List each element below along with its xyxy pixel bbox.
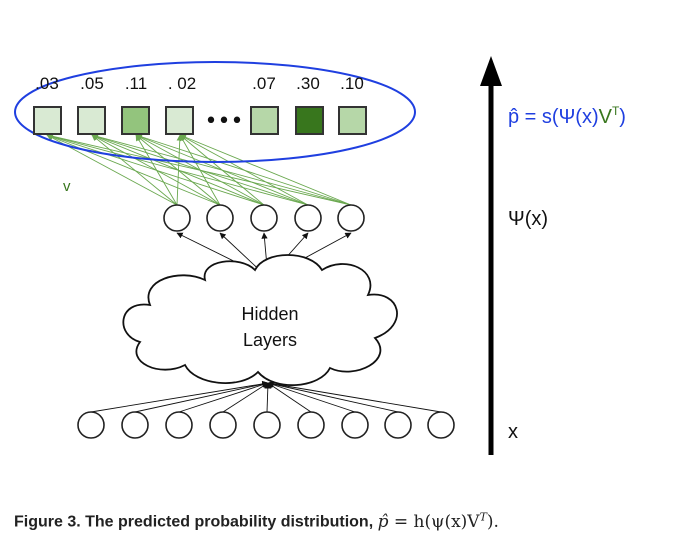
formula-prefix: p̂ = s(Ψ(x) xyxy=(508,106,599,128)
psi-node xyxy=(250,204,278,232)
caption-math-end: ). xyxy=(486,511,499,532)
probability-labels: .03 .05 .11 . 02 .07 .30 .10 xyxy=(35,74,364,93)
input-to-hidden-edge xyxy=(264,382,271,413)
weight-edge xyxy=(179,134,352,206)
input-node xyxy=(297,411,325,439)
output-box xyxy=(33,106,62,135)
arrow-head xyxy=(480,56,502,86)
weight-edge xyxy=(46,133,309,206)
input-to-hidden-edge xyxy=(222,382,269,413)
output-box xyxy=(165,106,194,135)
input-node xyxy=(384,411,412,439)
weight-edge xyxy=(135,133,352,206)
probability-label: .03 xyxy=(35,74,59,93)
weight-edge xyxy=(46,134,221,206)
caption-label: Figure 3. The predicted probability dist… xyxy=(14,513,374,531)
input-node xyxy=(121,411,149,439)
hidden-layers-label: Hidden xyxy=(241,304,298,324)
probability-formula: p̂ = s(Ψ(x)VT) xyxy=(508,104,626,128)
input-to-hidden-edge xyxy=(267,382,312,413)
x-label: x xyxy=(508,421,518,443)
input-node xyxy=(209,411,237,439)
probability-label: .30 xyxy=(296,74,320,93)
input-node xyxy=(77,411,105,439)
hidden-layers-cloud xyxy=(122,254,398,386)
formula-superscript: T xyxy=(612,104,620,118)
psi-node xyxy=(163,204,191,232)
probability-label: .10 xyxy=(340,74,364,93)
psi-node xyxy=(294,204,322,232)
caption-math-phat: p̂ xyxy=(377,511,389,532)
network-edges xyxy=(90,232,442,413)
input-to-hidden-edge xyxy=(90,380,269,413)
input-to-hidden-edge xyxy=(267,381,356,413)
weight-edge xyxy=(46,133,265,206)
probability-label: .11 xyxy=(125,74,147,93)
input-node xyxy=(165,411,193,439)
output-box xyxy=(250,106,279,135)
psi-node xyxy=(206,204,234,232)
output-box xyxy=(121,106,150,135)
output-weight-edges xyxy=(46,133,352,206)
input-to-hidden-edge xyxy=(134,381,269,413)
input-node xyxy=(253,411,281,439)
input-to-hidden-edge xyxy=(267,380,442,413)
input-nodes xyxy=(77,411,455,439)
psi-layer-nodes xyxy=(163,204,365,232)
output-boxes xyxy=(33,106,367,135)
psi-node xyxy=(337,204,365,232)
caption-math: p̂ = h(ψ(x)VT). xyxy=(377,510,499,532)
probability-label: . 02 xyxy=(168,74,196,93)
weight-edge xyxy=(91,133,352,206)
input-node xyxy=(427,411,455,439)
output-box xyxy=(295,106,324,135)
caption-math-eq: = h(ψ(x)V xyxy=(388,511,480,532)
output-ellipse xyxy=(14,61,416,163)
output-box xyxy=(77,106,106,135)
hidden-layers-label: Layers xyxy=(243,330,297,350)
ellipsis-dots: ••• xyxy=(205,109,244,134)
psi-label: Ψ(x) xyxy=(508,208,548,230)
caption-math-sup: T xyxy=(479,510,487,523)
input-node xyxy=(341,411,369,439)
input-to-hidden-edge xyxy=(267,381,399,413)
probability-diagram: .03 .05 .11 . 02 .07 .30 .10 ••• v Hidde… xyxy=(14,56,626,455)
probability-label: .07 xyxy=(252,74,276,93)
input-to-hidden-edge xyxy=(178,381,269,413)
figure-caption: Figure 3. The predicted probability dist… xyxy=(14,510,499,532)
weight-edge xyxy=(46,133,352,206)
formula-suffix: ) xyxy=(619,106,626,128)
output-box xyxy=(338,106,367,135)
v-label: v xyxy=(63,178,71,195)
probability-label: .05 xyxy=(80,74,104,93)
formula-v: V xyxy=(599,106,613,128)
